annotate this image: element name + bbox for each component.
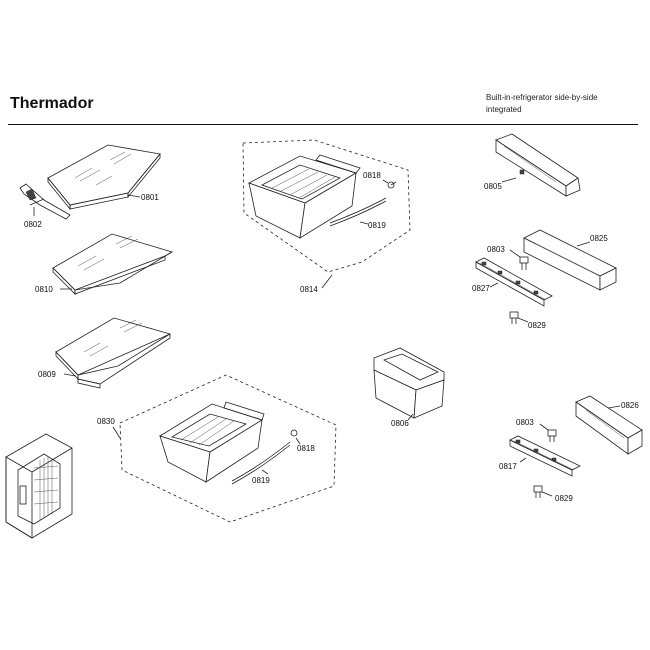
header-divider	[8, 124, 638, 125]
part-label-0810: 0810	[35, 285, 53, 294]
leader-0809	[63, 373, 77, 377]
part-label-0801: 0801	[141, 193, 159, 202]
part-label-0825: 0825	[590, 234, 608, 243]
rail-cover-0826	[575, 395, 643, 455]
part-label-0802: 0802	[24, 220, 42, 229]
drawer-cover-0805	[495, 133, 581, 197]
leader-0819-bottom	[261, 469, 269, 475]
drawer-slide-0817	[509, 435, 581, 477]
leader-0801	[127, 194, 141, 198]
part-label-0803-bottom: 0803	[516, 418, 534, 427]
leader-0805	[501, 177, 517, 183]
leader-0826	[607, 405, 621, 409]
part-label-0830: 0830	[97, 417, 115, 426]
crisper-drawer-0814	[248, 154, 361, 239]
part-label-0829-bottom: 0829	[555, 494, 573, 503]
part-label-0809: 0809	[38, 370, 56, 379]
leader-0829-top	[517, 317, 529, 323]
glass-shelf-0801	[47, 144, 161, 211]
screw-0803-bottom	[547, 429, 557, 442]
glass-shelf-0809	[55, 317, 171, 389]
part-label-0818-bottom: 0818	[297, 444, 315, 453]
part-label-0829-top: 0829	[528, 321, 546, 330]
screw-0829-top	[509, 311, 519, 324]
divider-clip-0818-top	[387, 181, 397, 189]
leader-0819-top	[359, 221, 369, 225]
divider-rail-0819-bottom	[231, 441, 291, 485]
assembly-outline-0830	[119, 374, 337, 523]
leader-0827	[489, 282, 499, 288]
screw-0829-bottom	[533, 485, 543, 498]
leader-0803-bottom	[539, 423, 549, 431]
assembly-outline-0814	[242, 139, 411, 273]
leader-0803-top	[509, 249, 521, 258]
leader-0829-bottom	[541, 491, 553, 497]
leader-0825	[576, 241, 591, 247]
part-label-0806: 0806	[391, 419, 409, 428]
leader-0830	[112, 426, 121, 439]
leader-0817	[519, 457, 527, 463]
divider-clip-0818-bottom	[290, 429, 298, 437]
part-label-0819-top: 0819	[368, 221, 386, 230]
description-line-2: integrated	[486, 105, 522, 114]
glass-shelf-0810	[52, 233, 173, 295]
part-label-0827: 0827	[472, 284, 490, 293]
part-label-0817: 0817	[499, 462, 517, 471]
shelf-bracket-0802	[19, 183, 71, 220]
appliance-description: Built-in-refrigerator side-by-side integ…	[486, 92, 598, 116]
leader-0814	[321, 274, 333, 289]
leader-0818-bottom	[295, 437, 301, 445]
divider-rail-0819-top	[329, 197, 387, 227]
part-label-0814: 0814	[300, 285, 318, 294]
leader-0818-top	[382, 179, 389, 184]
part-label-0803-top: 0803	[487, 245, 505, 254]
description-line-1: Built-in-refrigerator side-by-side	[486, 93, 598, 102]
crisper-drawer-0830	[159, 401, 265, 483]
part-label-0819-bottom: 0819	[252, 476, 270, 485]
brand-title: Thermador	[10, 95, 94, 112]
door-bin-0806	[373, 347, 445, 419]
refrigerator-overview	[5, 433, 73, 539]
screw-0803-top	[519, 256, 529, 270]
part-label-0818-top: 0818	[363, 171, 381, 180]
rail-cover-0825	[523, 229, 617, 291]
part-label-0805: 0805	[484, 182, 502, 191]
leader-0806	[407, 413, 414, 421]
drawer-slide-0827	[475, 257, 553, 307]
part-label-0826: 0826	[621, 401, 639, 410]
